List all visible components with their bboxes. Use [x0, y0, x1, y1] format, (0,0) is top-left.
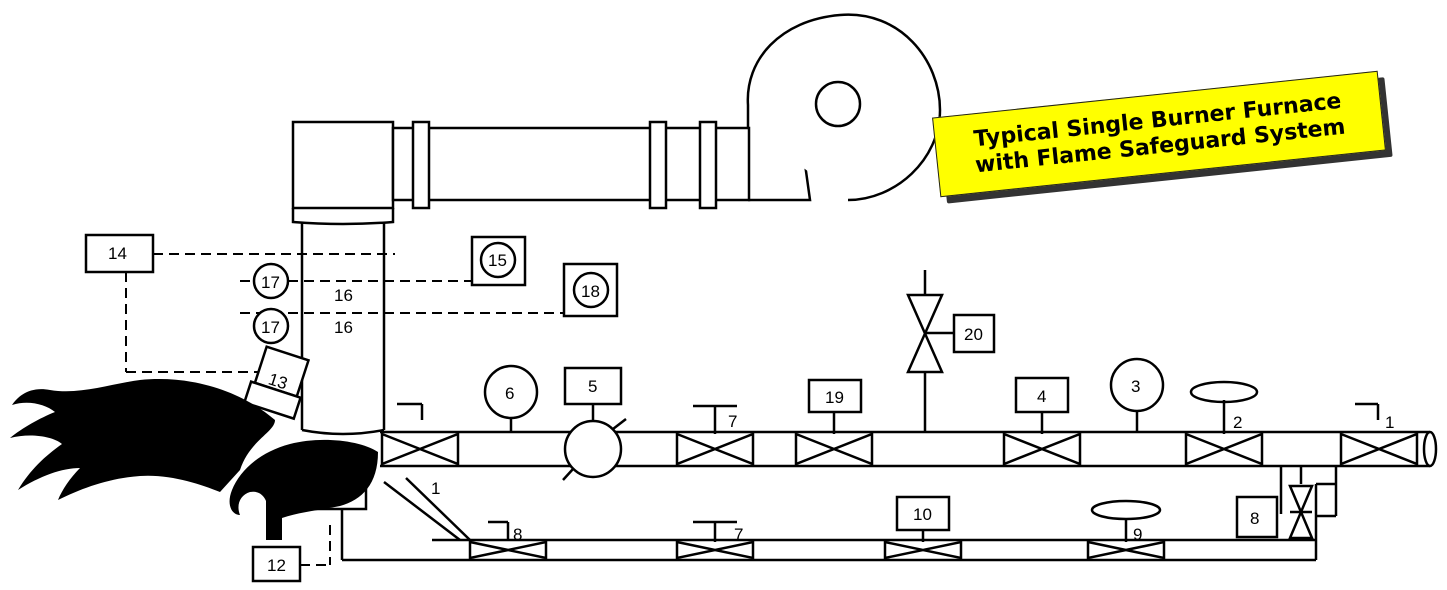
valve-7-main: [675, 404, 755, 466]
valve-19: [794, 412, 874, 466]
vent-valve-20: [906, 270, 953, 432]
box-12: [251, 545, 302, 583]
box-5: [563, 366, 623, 406]
valve-4: [1002, 412, 1082, 466]
strainer-5: [562, 405, 627, 481]
gauge-6: [483, 364, 539, 432]
label-8-pilot: 8: [513, 525, 522, 544]
valve-7-pilot: [675, 520, 755, 560]
label-2: 2: [1233, 413, 1242, 432]
circle-17-b: [252, 307, 290, 345]
label-12: 12: [267, 556, 286, 575]
label-1-left: 1: [431, 479, 440, 498]
valve-2: [1184, 380, 1264, 466]
label-1-right: 1: [1385, 413, 1394, 432]
label-4: 4: [1037, 387, 1046, 406]
label-20: 20: [964, 325, 983, 344]
label-3: 3: [1131, 377, 1140, 396]
label-13: 13: [266, 369, 290, 393]
circle-18: [572, 271, 610, 309]
label-11: 11: [331, 482, 349, 501]
label-19: 19: [825, 388, 844, 407]
burner-flame: [10, 379, 378, 540]
valve-8-pilot: [468, 520, 548, 560]
valve-8-bypass: [1288, 484, 1314, 540]
circle-15: [479, 241, 517, 279]
blower-fan: [746, 13, 942, 202]
box-14: [84, 233, 155, 274]
label-6: 6: [505, 384, 514, 403]
label-5: 5: [588, 377, 597, 396]
box-20: [952, 313, 996, 354]
flame-scanner-13: [242, 345, 311, 421]
pilot-gas-line: [340, 466, 1338, 562]
valve-9: [1086, 499, 1166, 560]
valve-1-right: [1339, 402, 1419, 466]
label-8-box: 8: [1250, 509, 1259, 528]
label-10: 10: [913, 505, 932, 524]
box-4: [1014, 376, 1070, 414]
label-16-b: 16: [334, 318, 353, 337]
label-18: 18: [581, 282, 600, 301]
main-gas-line: [380, 430, 1438, 468]
label-17-b: 17: [261, 318, 280, 337]
label-17-a: 17: [261, 273, 280, 292]
valve-1-left: [380, 402, 460, 466]
valve-10: [883, 530, 963, 560]
label-15: 15: [488, 251, 507, 270]
box-10: [895, 495, 951, 532]
label-7-pilot: 7: [734, 525, 743, 544]
label-7-main: 7: [728, 412, 737, 431]
gauge-3: [1109, 357, 1165, 432]
label-14: 14: [108, 244, 127, 263]
air-duct: [291, 120, 751, 436]
label-9: 9: [1133, 525, 1142, 544]
label-16-a: 16: [334, 286, 353, 305]
circle-17-a: [252, 262, 290, 300]
box-8: [1235, 495, 1279, 539]
box-19: [807, 378, 863, 414]
